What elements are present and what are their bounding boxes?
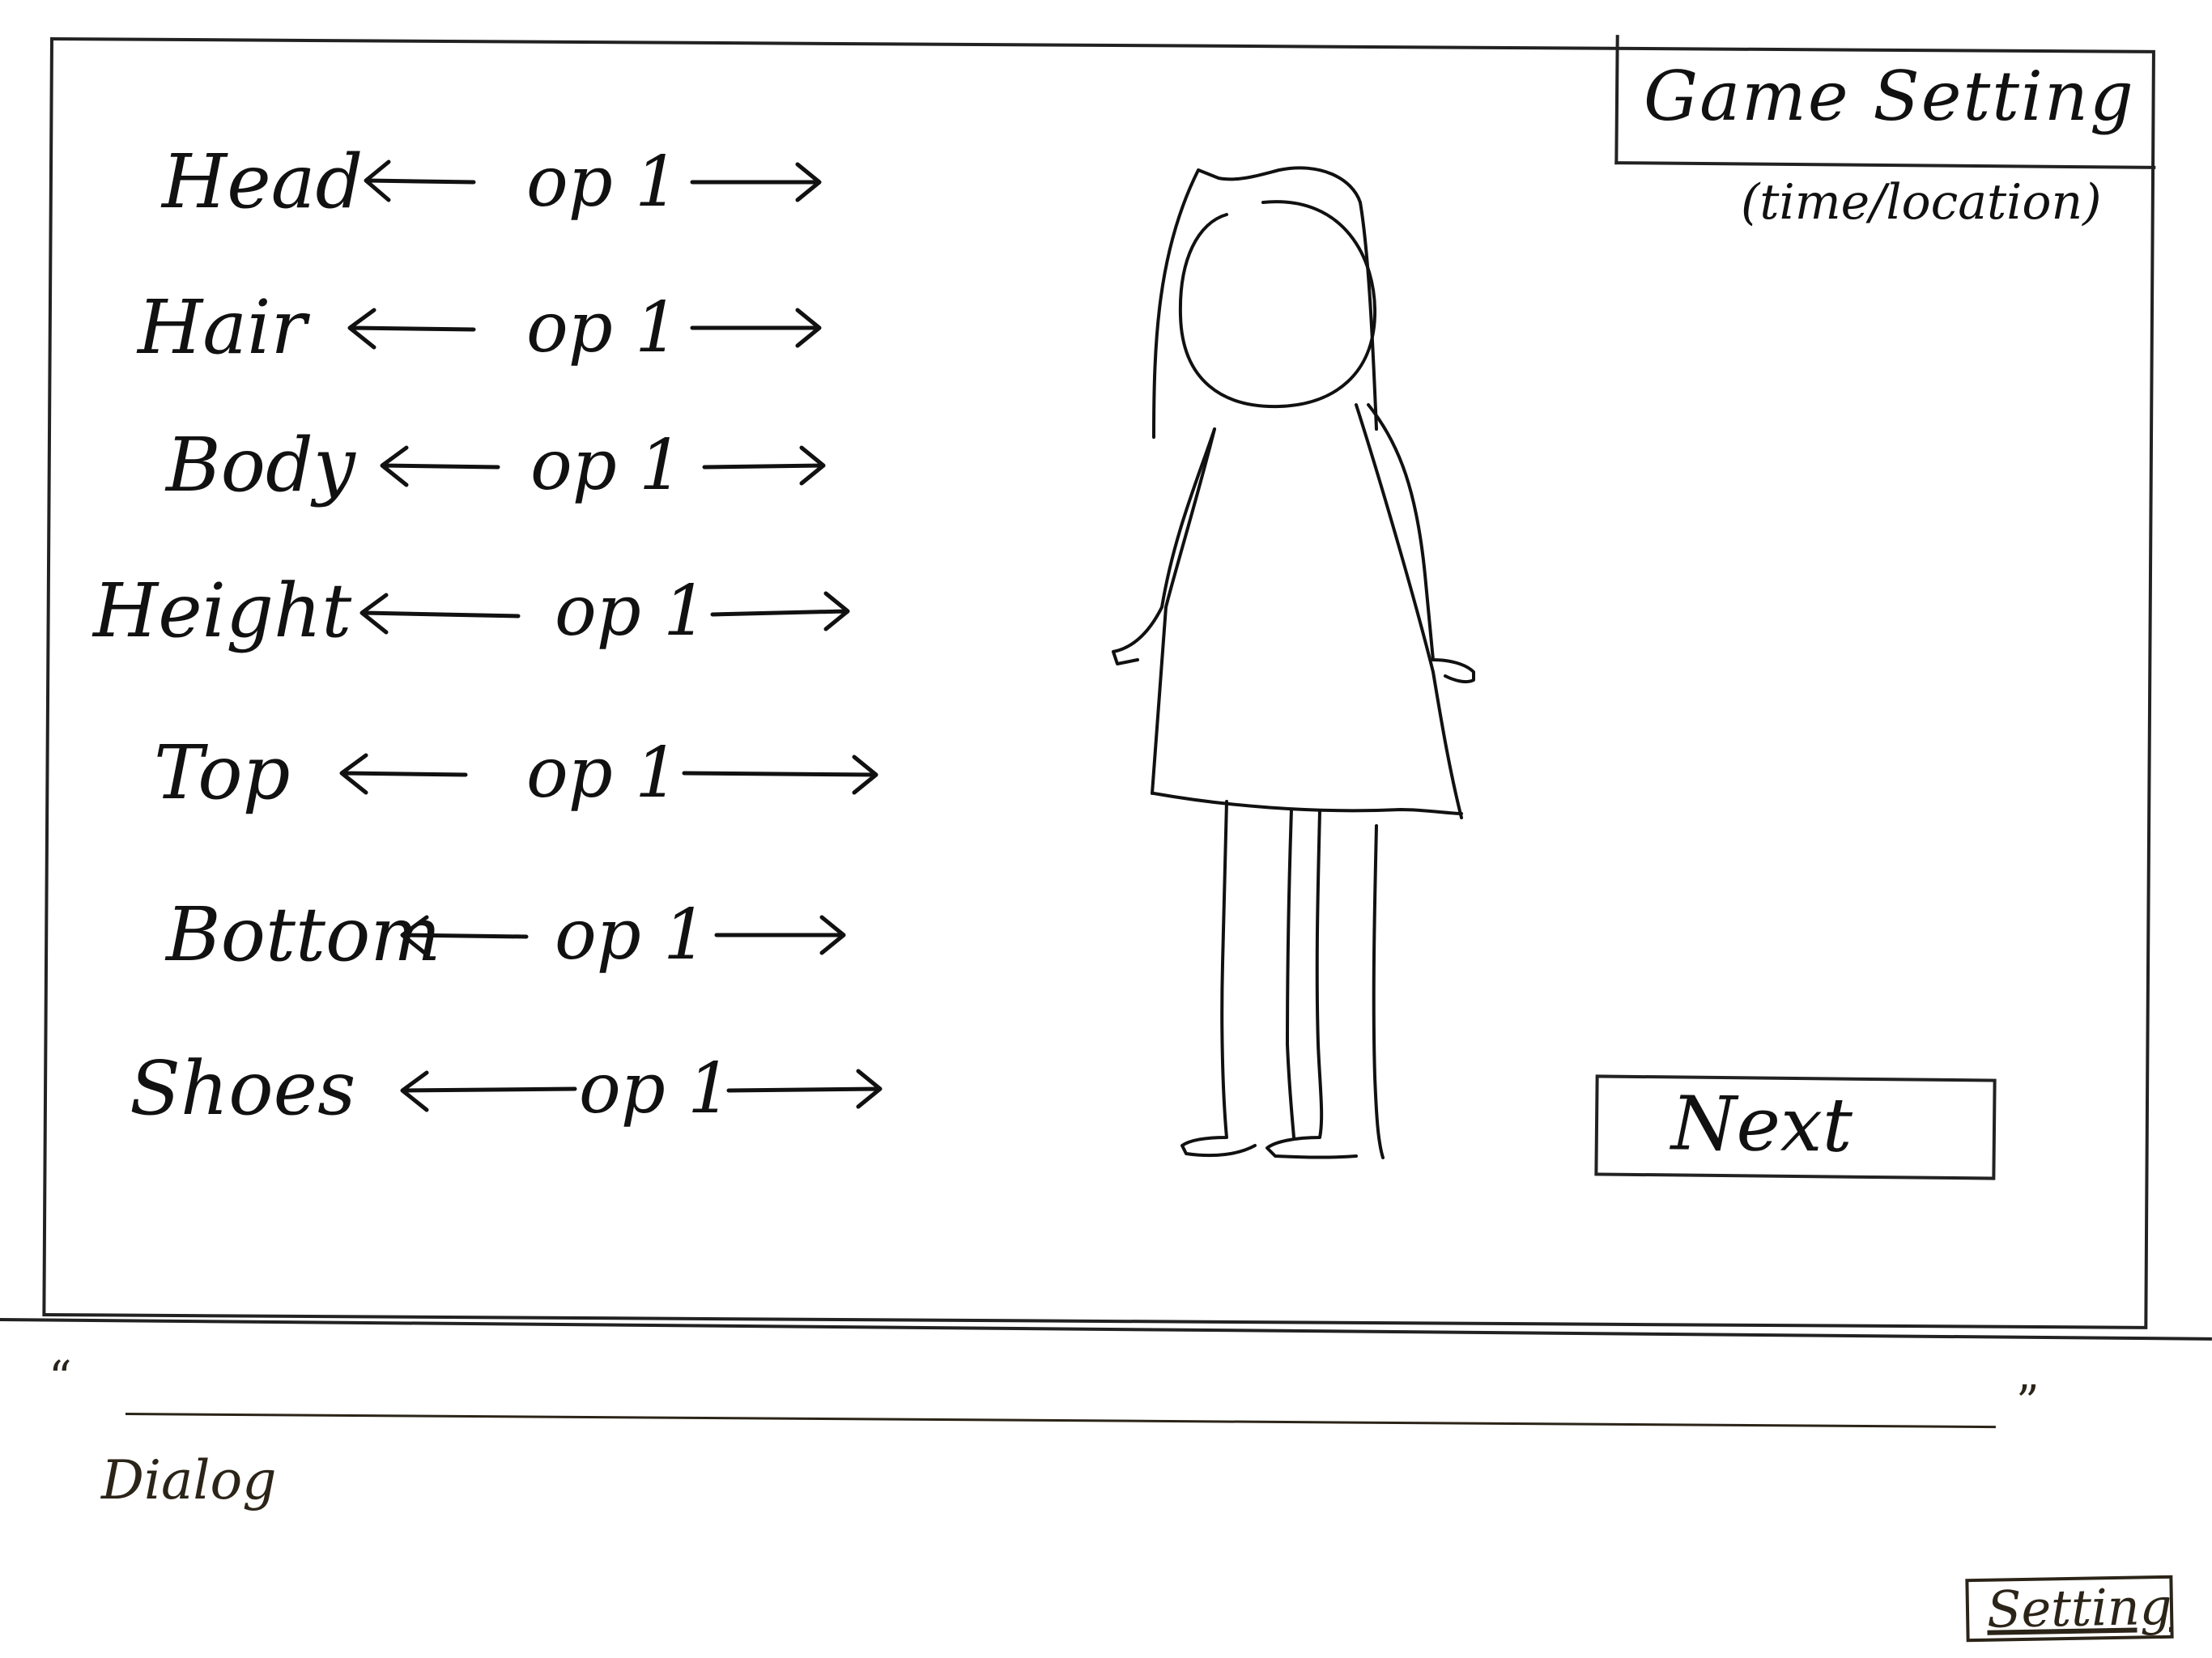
- arrow-left-icon[interactable]: [393, 1056, 579, 1121]
- next-button-label: Next: [1670, 1080, 1853, 1169]
- option-row-head: Head op 1: [162, 138, 972, 227]
- option-value: op 1: [526, 287, 679, 368]
- option-row-shoes: Shoes op 1: [130, 1044, 939, 1133]
- option-label: Shoes: [130, 1045, 356, 1132]
- option-label: Bottom: [166, 891, 441, 978]
- next-button[interactable]: Next: [1594, 1074, 1997, 1180]
- option-value: op 1: [530, 425, 683, 506]
- arrow-right-icon[interactable]: [713, 903, 850, 967]
- arrow-right-icon[interactable]: [708, 579, 854, 644]
- option-value: op 1: [555, 571, 708, 652]
- settings-button-label: Setting: [1986, 1576, 2173, 1639]
- settings-button[interactable]: Setting: [1965, 1575, 2174, 1643]
- option-label: Height: [93, 568, 352, 654]
- game-setting-title: Game Setting: [1644, 57, 2135, 136]
- option-label: Body: [166, 422, 355, 508]
- game-setting-subtitle: (time/location): [1741, 174, 2102, 231]
- dialog-label: Dialog: [101, 1449, 277, 1511]
- arrow-left-icon[interactable]: [393, 903, 530, 967]
- dialog-close-quote: ”: [2016, 1376, 2040, 1429]
- option-value: op 1: [526, 733, 679, 814]
- arrow-right-icon[interactable]: [680, 741, 883, 806]
- option-value: op 1: [555, 895, 708, 976]
- option-row-hair: Hair op 1: [138, 283, 947, 372]
- option-row-bottom: Bottom op 1: [166, 891, 976, 980]
- character-preview: [1112, 166, 1475, 1159]
- option-label: Hair: [138, 284, 307, 371]
- arrow-right-icon[interactable]: [688, 150, 826, 215]
- option-label: Top: [154, 729, 291, 816]
- arrow-right-icon[interactable]: [725, 1056, 887, 1121]
- option-value: op 1: [579, 1048, 732, 1129]
- option-label: Head: [162, 138, 364, 225]
- arrow-right-icon[interactable]: [700, 433, 830, 498]
- dialog-text-line: [125, 1413, 1996, 1429]
- option-value: op 1: [526, 142, 679, 223]
- arrow-left-icon[interactable]: [356, 150, 478, 215]
- arrow-left-icon[interactable]: [372, 433, 502, 498]
- option-row-top: Top op 1: [154, 729, 963, 818]
- option-row-body: Body op 1: [166, 421, 976, 510]
- arrow-left-icon[interactable]: [340, 295, 478, 360]
- dialog-open-quote: “: [49, 1352, 72, 1405]
- arrow-left-icon[interactable]: [352, 579, 522, 644]
- arrow-left-icon[interactable]: [332, 741, 470, 806]
- arrow-right-icon[interactable]: [688, 295, 826, 360]
- option-row-height: Height op 1: [93, 567, 903, 656]
